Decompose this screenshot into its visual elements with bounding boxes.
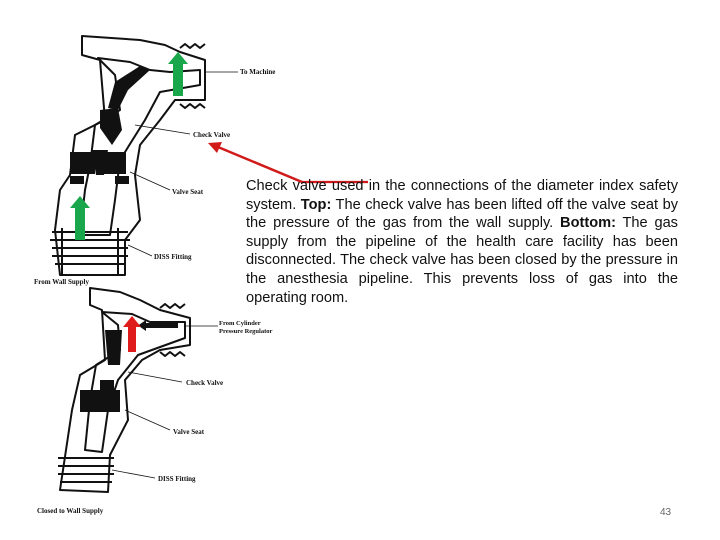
label-valve-seat-top: Valve Seat bbox=[172, 188, 204, 196]
green-arrow-up-inlet bbox=[70, 196, 90, 240]
page-number: 43 bbox=[660, 507, 672, 518]
caption-top-text: The check valve has been lifted off the … bbox=[246, 196, 678, 232]
caption-intro: Check valve used in the connections of t… bbox=[246, 178, 678, 213]
figure-caption: Check valve used in the connections of t… bbox=[246, 177, 678, 307]
label-valve-seat-bottom: Valve Seat bbox=[173, 428, 205, 436]
caption-bottom-text: The gas supply from the pipeline of the … bbox=[246, 215, 678, 306]
green-arrow-up-outlet bbox=[168, 52, 188, 96]
caption-bottom-label: Bottom: bbox=[560, 215, 616, 232]
top-valve-body bbox=[54, 35, 206, 276]
label-to-machine: To Machine bbox=[240, 68, 276, 76]
caption-top-label: Top: bbox=[300, 196, 332, 213]
label-check-valve-bottom: Check Valve bbox=[186, 379, 224, 387]
label-from-cylinder-line2: Pressure Regulator bbox=[219, 328, 273, 335]
label-diss-fitting-bottom: DISS Fitting bbox=[158, 475, 196, 483]
label-diss-fitting-top: DISS Fitting bbox=[154, 253, 192, 261]
label-from-cylinder-line1: From Cylinder bbox=[219, 320, 261, 327]
label-from-wall-supply: From Wall Supply bbox=[34, 278, 89, 286]
red-arrow-up-inlet bbox=[123, 316, 141, 352]
label-check-valve-top: Check Valve bbox=[193, 131, 231, 139]
label-closed-to-wall-supply: Closed to Wall Supply bbox=[37, 507, 104, 515]
label-from-cylinder: From Cylinder Pressure Regulator bbox=[219, 320, 272, 336]
top-flow-arrows bbox=[70, 52, 188, 240]
